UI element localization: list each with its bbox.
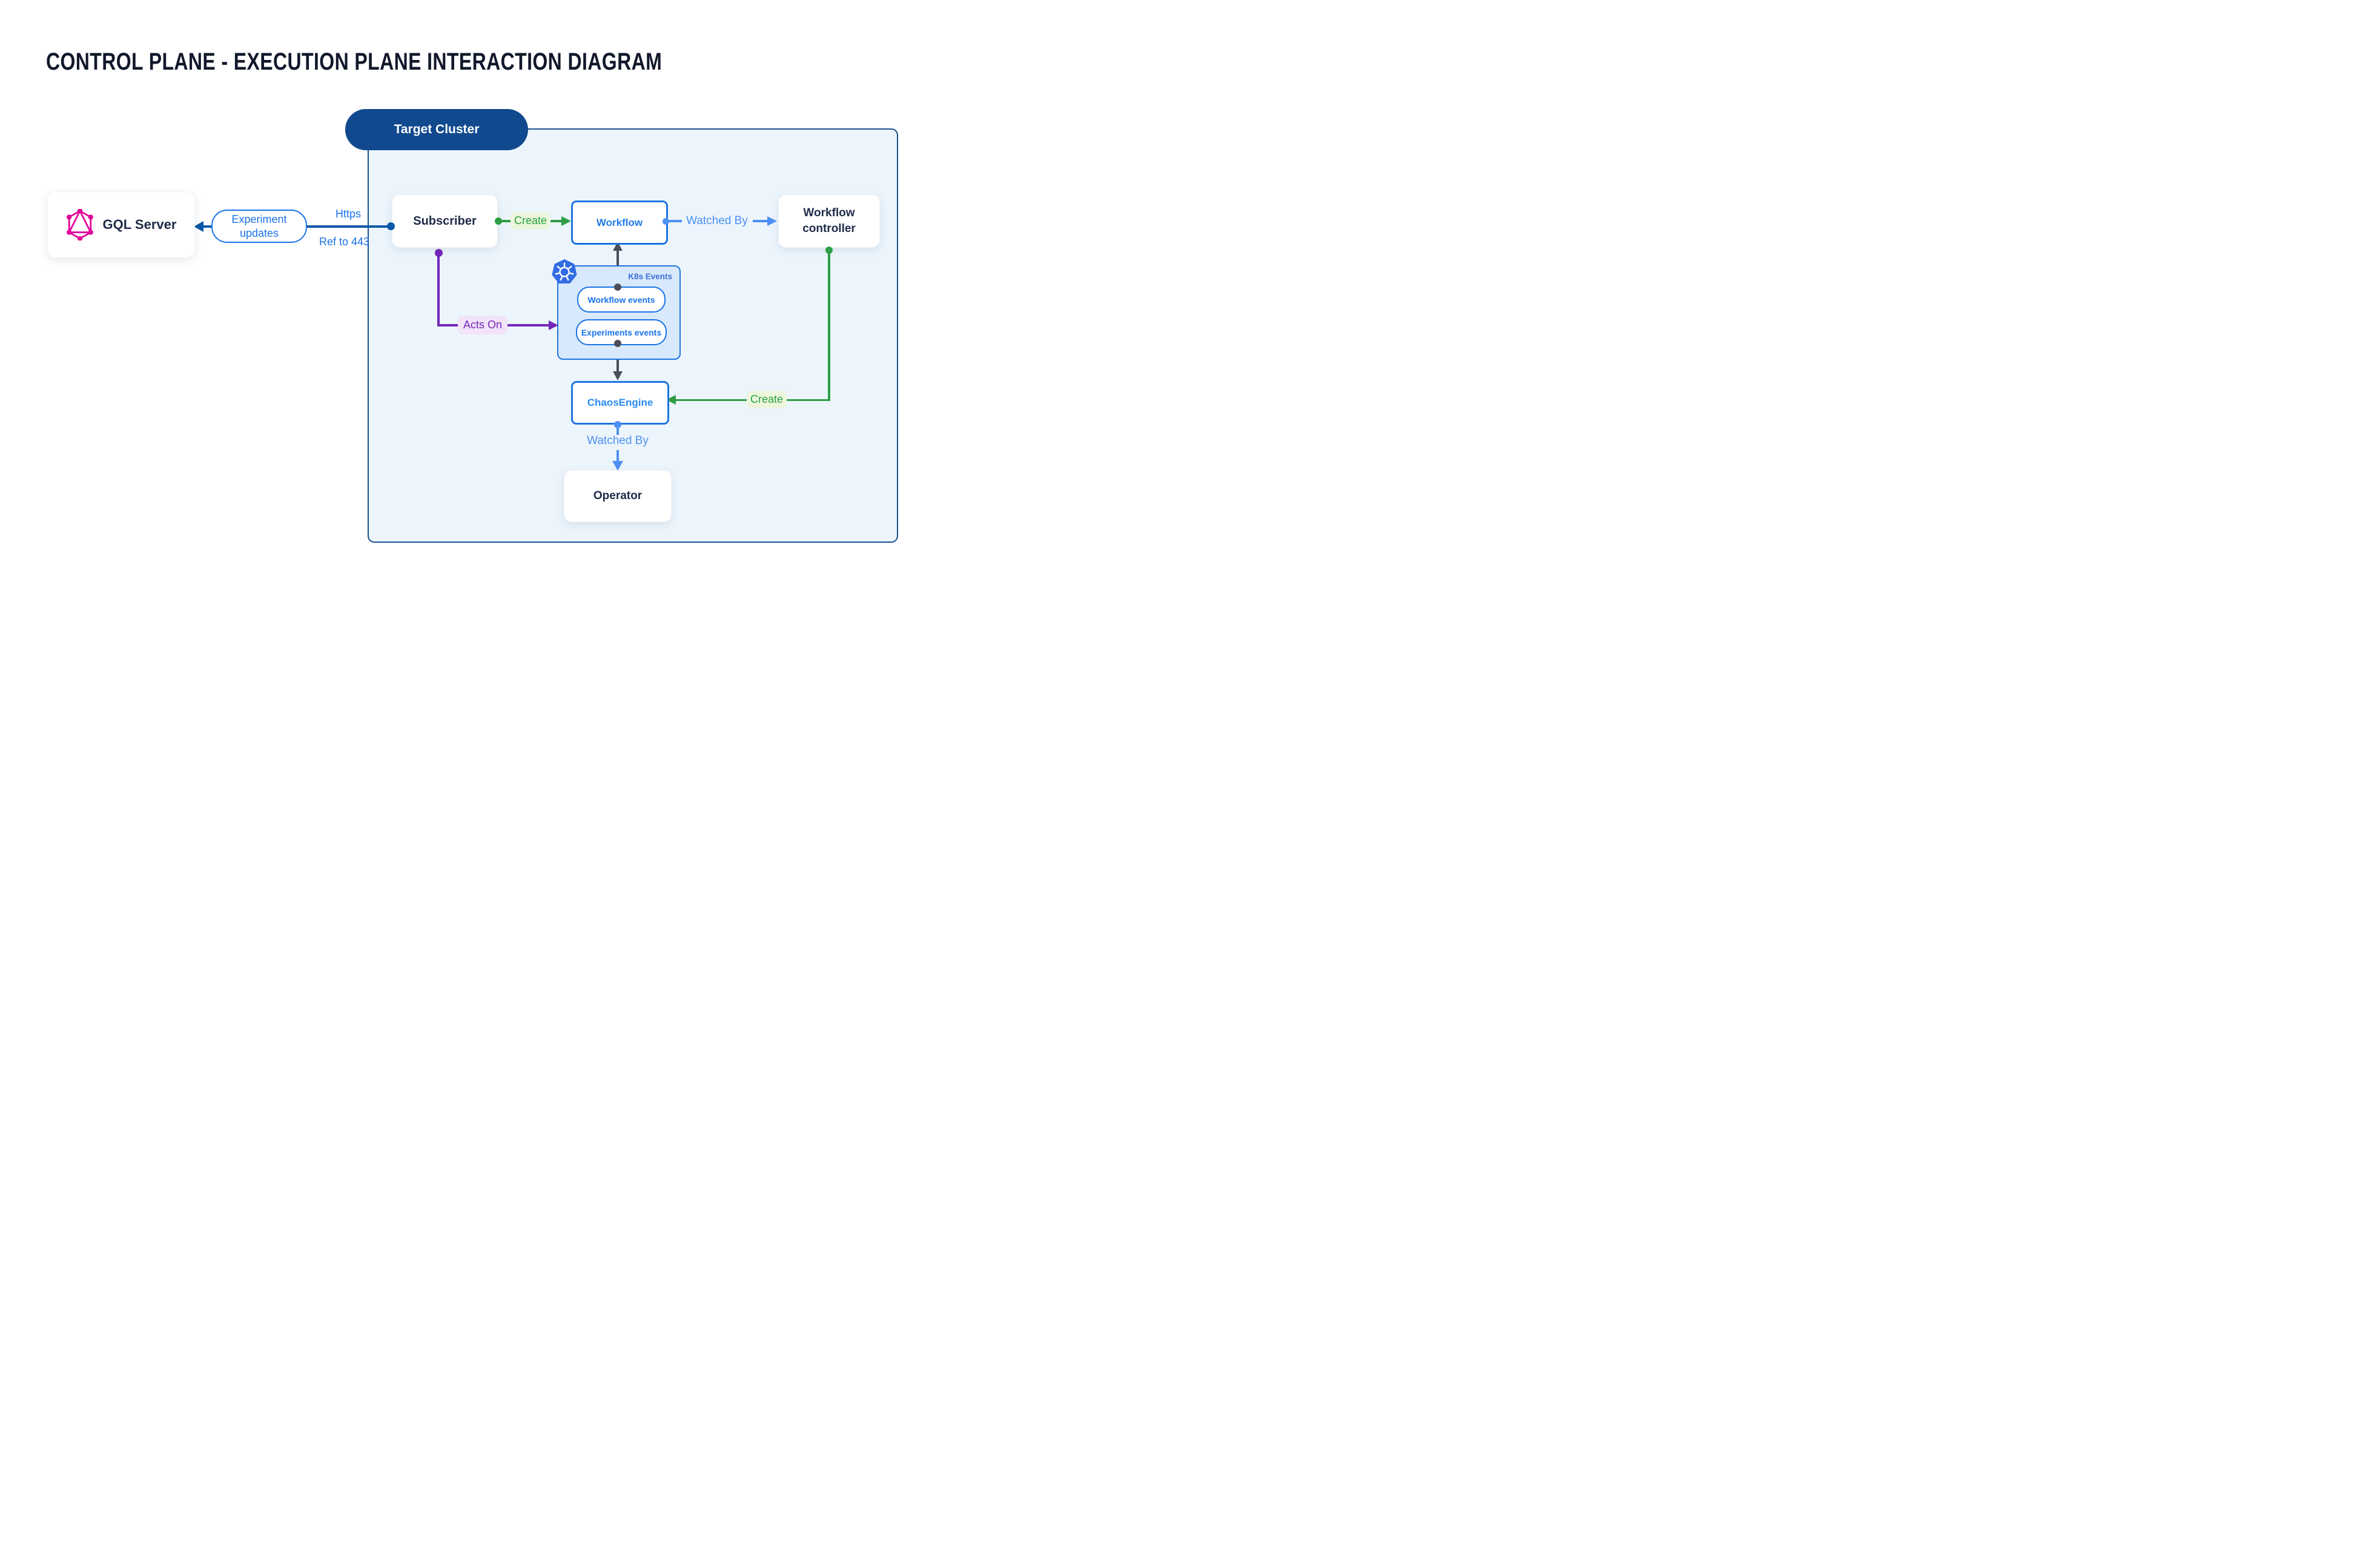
- dot-subscriber-left: [386, 222, 395, 230]
- dot-experiments-events-bottom: [614, 340, 621, 347]
- node-operator: Operator: [564, 470, 672, 522]
- dot-workflow-events-top: [614, 283, 621, 291]
- node-workflow-controller: Workflow controller: [778, 194, 880, 248]
- edge-label-https: Https: [336, 208, 362, 220]
- subscriber-label: Subscriber: [413, 214, 477, 228]
- edge-line-actson-vertical: [437, 256, 440, 326]
- edge-label-watchedby-workflow: Watched By: [686, 214, 748, 227]
- page-title: CONTROL PLANE - EXECUTION PLANE INTERACT…: [46, 48, 663, 75]
- diagram-canvas: CONTROL PLANE - EXECUTION PLANE INTERACT…: [0, 0, 952, 618]
- chaosengine-label: ChaosEngine: [587, 397, 653, 408]
- dot-chaosengine-bottom: [614, 421, 621, 428]
- edge-label-acts-on: Acts On: [458, 316, 507, 334]
- graphql-icon: [66, 209, 94, 240]
- edge-line-create-chaos-vertical: [828, 253, 830, 401]
- arrowhead-right-controller: [767, 216, 777, 226]
- edge-label-create-chaos: Create: [747, 391, 787, 408]
- target-cluster-badge: Target Cluster: [345, 109, 528, 150]
- edge-label-experiment-updates: Experiment updates: [211, 210, 307, 243]
- workflow-label: Workflow: [596, 216, 643, 228]
- arrowhead-right-k8sevents: [549, 320, 558, 330]
- dot-subscriber-right: [495, 217, 502, 225]
- operator-label: Operator: [593, 489, 643, 502]
- arrowhead-right-workflow: [561, 216, 571, 226]
- dot-subscriber-bottom: [434, 249, 443, 257]
- edge-label-ref-443: Ref to 443: [319, 236, 370, 248]
- pill-workflow-events: Workflow events: [577, 287, 666, 313]
- kubernetes-icon: [551, 259, 578, 288]
- edge-line-watchedby-right: [753, 220, 767, 222]
- edge-line-watchedby-operator-bottom: [616, 450, 619, 462]
- edge-line-watchedby-operator-top: [616, 428, 619, 435]
- node-chaosengine: ChaosEngine: [571, 381, 669, 425]
- dot-controller-bottom: [825, 247, 833, 254]
- workflow-controller-label: Workflow controller: [802, 207, 856, 235]
- pill-experiments-events: Experiments events: [576, 319, 667, 345]
- edge-label-create-workflow: Create: [511, 212, 550, 230]
- edge-line-watchedby-left: [669, 220, 682, 222]
- k8s-events-title: K8s Events: [628, 272, 672, 281]
- edge-label-watchedby-operator: Watched By: [587, 434, 649, 447]
- gql-server-label: GQL Server: [102, 217, 177, 232]
- arrowhead-left-gql: [194, 220, 203, 232]
- arrowhead-down-operator: [612, 461, 623, 471]
- node-subscriber: Subscriber: [392, 194, 498, 248]
- node-gql-server: GQL Server: [47, 191, 195, 258]
- node-workflow: Workflow: [571, 200, 668, 245]
- dot-workflow-right: [663, 217, 669, 225]
- arrowhead-down-chaosengine: [613, 371, 623, 380]
- target-cluster-label: Target Cluster: [394, 122, 480, 136]
